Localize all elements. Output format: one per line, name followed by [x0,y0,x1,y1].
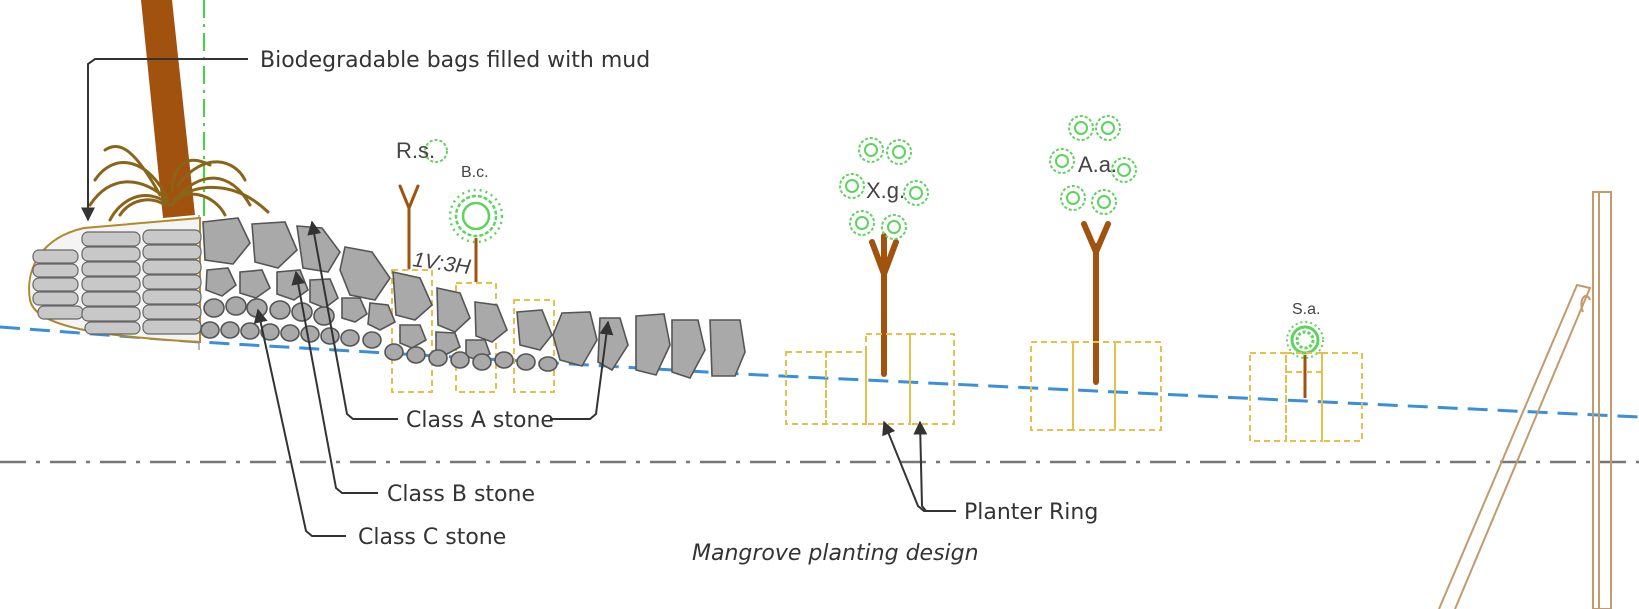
bc-canopy [448,188,504,244]
class-b-label: Class B stone [387,482,535,507]
aa-tree [1081,221,1111,385]
species-label-rs: R.s. [396,138,435,163]
species-label-xg: X.g. [866,178,905,203]
rs-canopy [424,139,448,163]
xg-canopy [839,137,929,240]
species-label-bc: B.c. [461,164,489,181]
class-a-callout-right [550,320,614,420]
xg-tree [869,233,899,377]
tree-trunk [141,0,195,218]
species-label-sa: S.a. [1292,301,1320,318]
tree-roots [88,145,270,222]
class-a-label: Class A stone [406,408,554,433]
slope-label: 1V:3H [411,248,472,279]
species-label-aa: A.a. [1078,152,1117,177]
class-c-callout-line [253,308,346,537]
planter-ring-callout-right [913,420,956,512]
planter-ring-label: Planter Ring [964,500,1098,525]
class-c-label: Class C stone [358,525,506,550]
diagram-caption: Mangrove planting design [692,541,979,566]
timber-posts [1438,191,1612,609]
stone-revetment [200,217,746,379]
planter-rings [785,333,1363,442]
bags-label: Biodegradable bags filled with mud [260,48,650,73]
water-line [0,325,1639,419]
class-b-callout-line [291,270,378,494]
aa-canopy [1049,115,1137,215]
sa-canopy [1286,321,1324,359]
bags-callout-line [81,58,248,222]
mud-bags [32,229,202,335]
rs-sapling [398,184,420,270]
class-a-callout-left [307,220,398,420]
